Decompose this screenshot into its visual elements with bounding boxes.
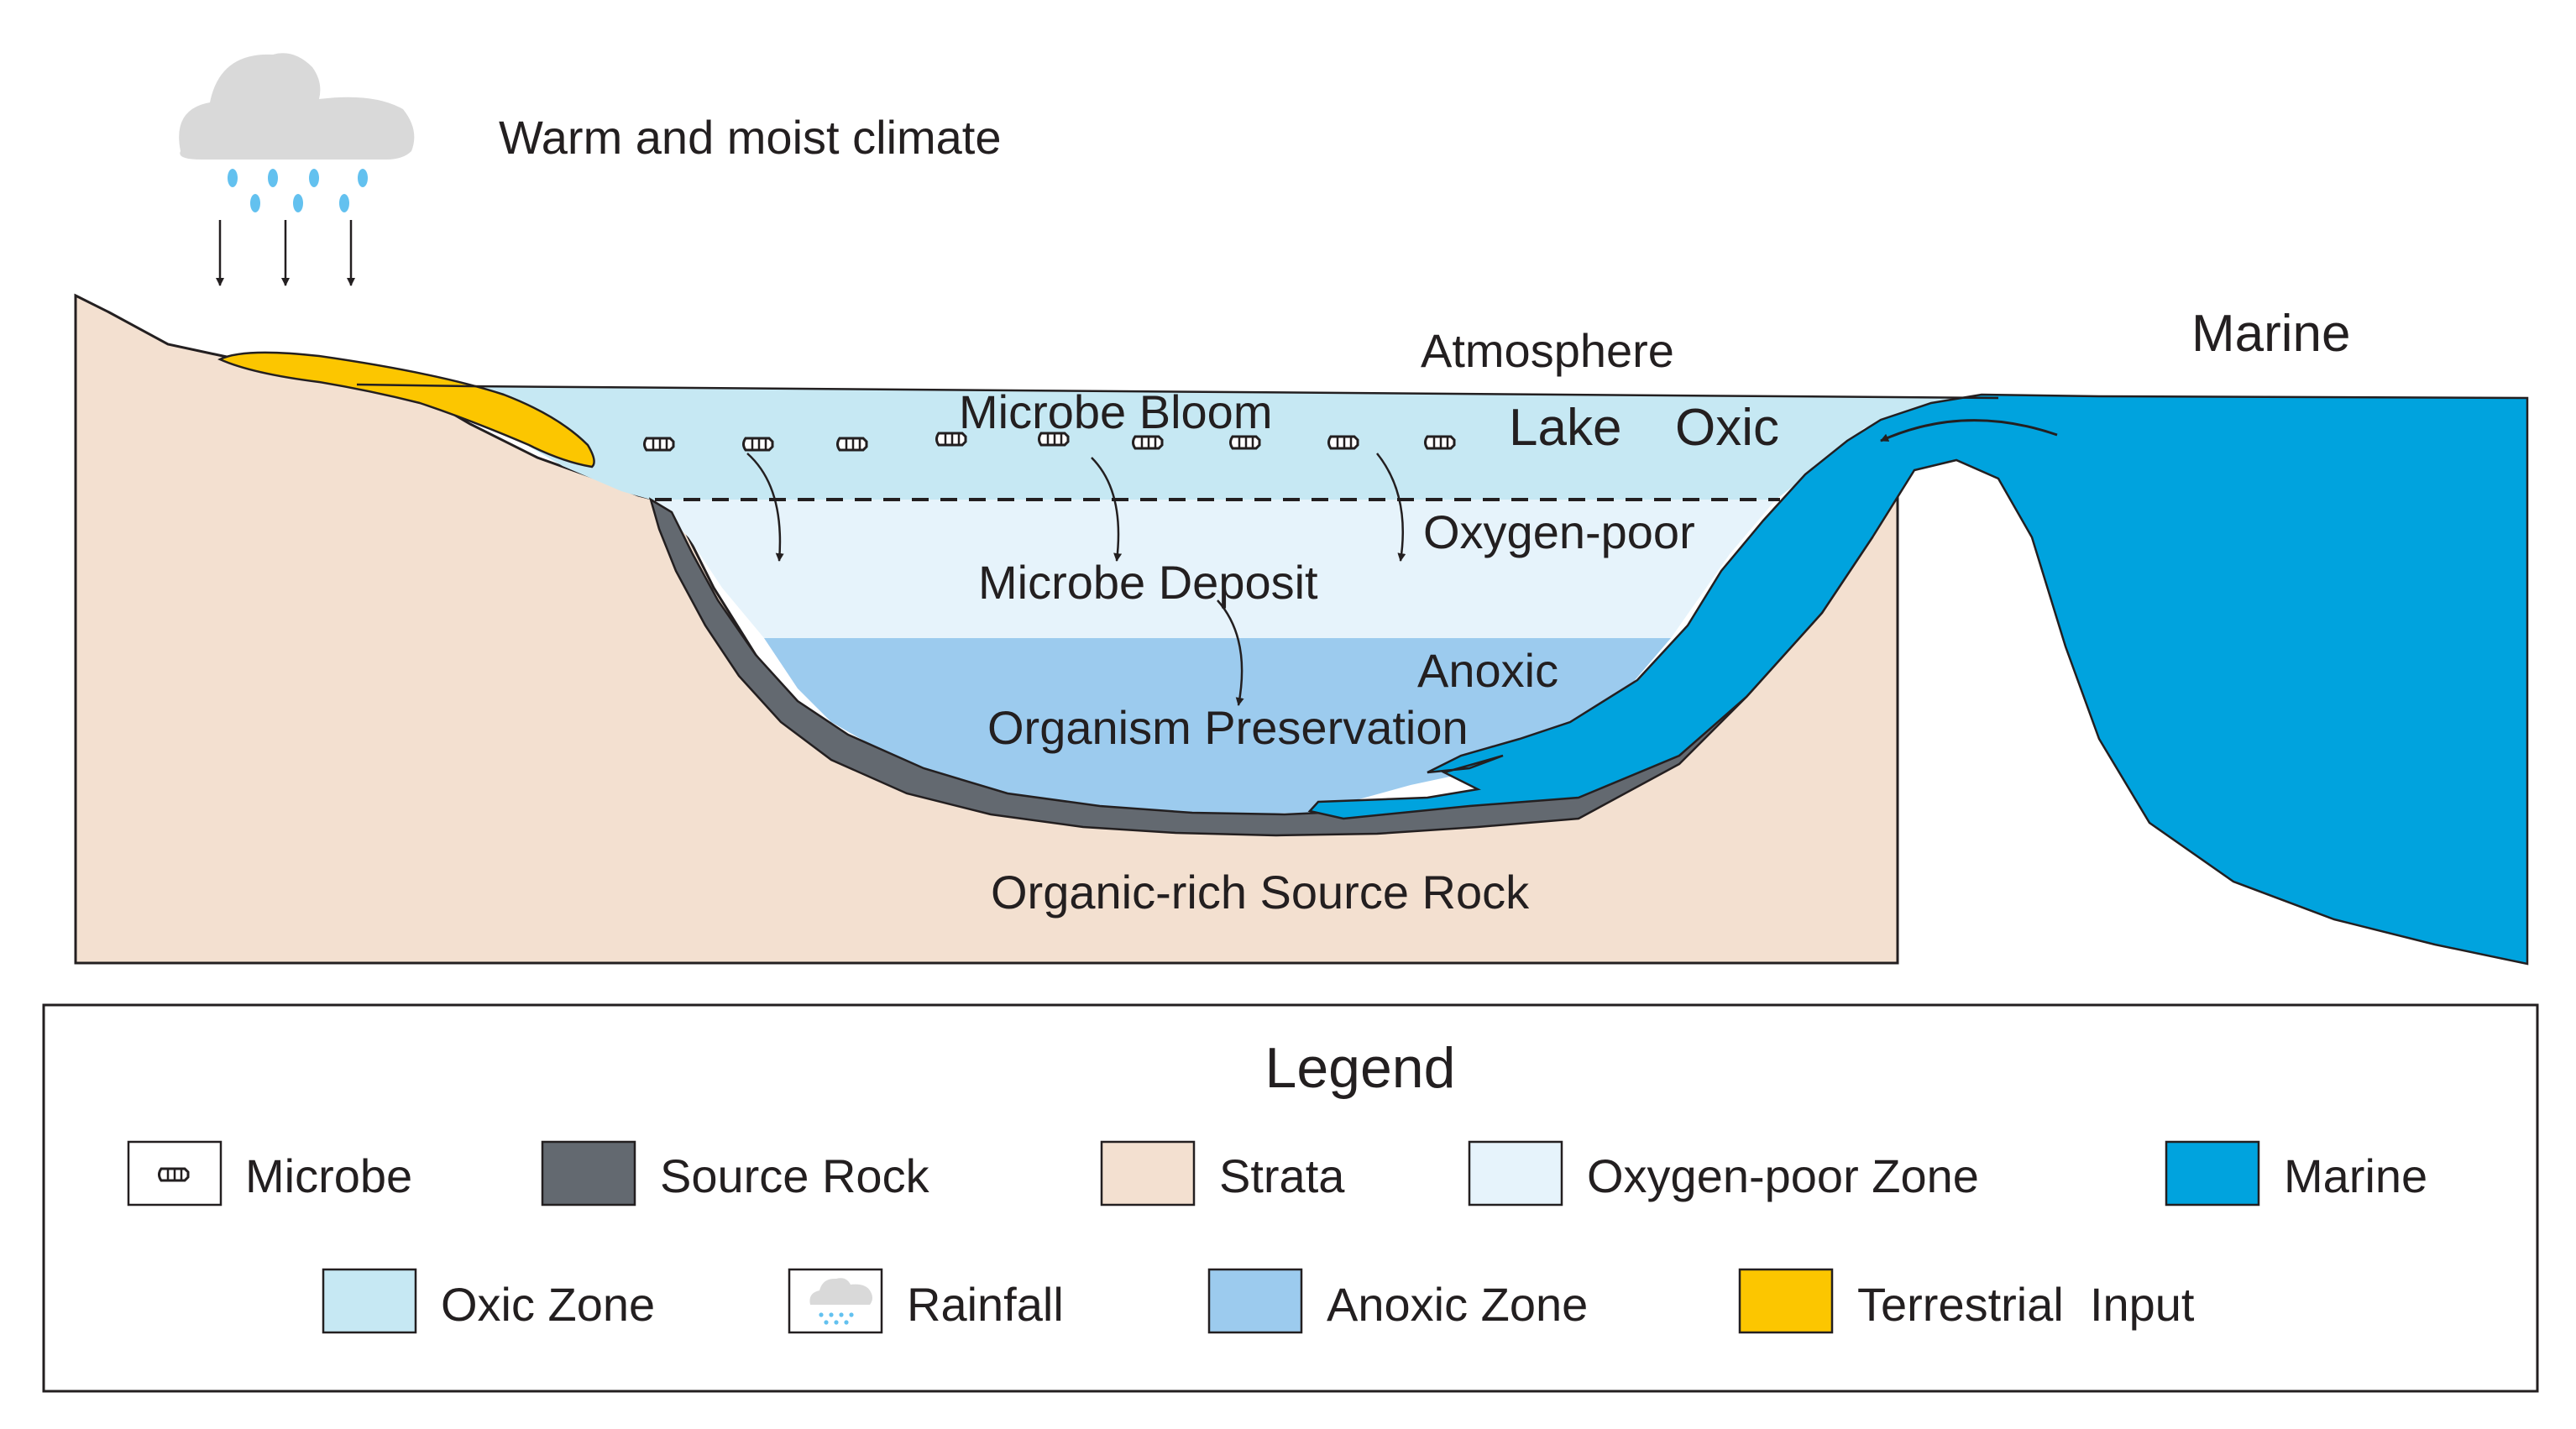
legend-label: Oxic Zone (441, 1278, 655, 1331)
microbe-icon (1229, 435, 1261, 450)
legend-title: Legend (1265, 1036, 1456, 1100)
microbe-bloom-label: Microbe Bloom (959, 385, 1272, 438)
rain-cloud-icon (179, 53, 415, 212)
microbe-icon (1424, 435, 1456, 450)
rainfall-icon (809, 1278, 872, 1325)
legend-label: Strata (1219, 1149, 1345, 1202)
legend-label: Marine (2284, 1149, 2427, 1202)
legend-label: Anoxic Zone (1327, 1278, 1588, 1331)
microbe-icon (742, 437, 774, 452)
oxygen-poor-label: Oxygen-poor (1423, 505, 1695, 558)
legend: Legend Microbe Source Rock Strata Oxygen… (42, 1003, 2539, 1393)
legend-label: Rainfall (907, 1278, 1064, 1331)
terrestrial-input-seam (356, 383, 471, 388)
lake-label: Lake (1509, 399, 1621, 457)
microbe-icon (1327, 435, 1359, 450)
legend-label: Oxygen-poor Zone (1587, 1149, 1979, 1202)
microbe-icon (158, 1167, 190, 1182)
legend-item-rainfall: Rainfall (788, 1268, 1064, 1334)
settling-arrow (1217, 599, 1244, 706)
legend-item-microbe: Microbe (127, 1140, 412, 1207)
microbe-icon (1132, 435, 1164, 450)
settling-arrow (1376, 453, 1406, 562)
legend-item-anoxic-zone: Anoxic Zone (1207, 1268, 1588, 1334)
lake-surface-line (469, 385, 1999, 400)
atmosphere-label: Atmosphere (1421, 324, 1674, 377)
oxygen-poor-zone (651, 500, 1776, 638)
legend-item-terrestrial-input: Terrestrial Input (1738, 1268, 2195, 1334)
legend-item-marine: Marine (2165, 1140, 2427, 1207)
microbe-icon (643, 437, 675, 452)
source-rock-label: Organic-rich Source Rock (991, 866, 1530, 919)
legend-item-oxic-zone: Oxic Zone (322, 1268, 655, 1334)
legend-label: Terrestrial Input (1857, 1278, 2195, 1331)
microbe-deposit-label: Microbe Deposit (978, 556, 1318, 609)
marine-label: Marine (2191, 305, 2351, 363)
climate-label: Warm and moist climate (499, 111, 1002, 164)
legend-item-strata: Strata (1100, 1140, 1345, 1207)
settling-arrow (1091, 457, 1123, 562)
microbe-icon (836, 437, 868, 452)
marine-inflow-arrow (1880, 419, 2058, 442)
legend-label: Source Rock (660, 1149, 930, 1202)
oxic-zone (361, 386, 1998, 500)
legend-item-oxygen-poor-zone: Oxygen-poor Zone (1468, 1140, 1979, 1207)
legend-item-source-rock: Source Rock (541, 1140, 930, 1207)
terrestrial-input (217, 351, 595, 468)
marine-body (1307, 393, 2529, 966)
organism-preservation-label: Organism Preservation (987, 701, 1469, 754)
oxic-label: Oxic (1675, 399, 1779, 457)
legend-label: Microbe (245, 1149, 412, 1202)
anoxic-label: Anoxic (1417, 644, 1558, 697)
settling-arrow (746, 453, 784, 562)
